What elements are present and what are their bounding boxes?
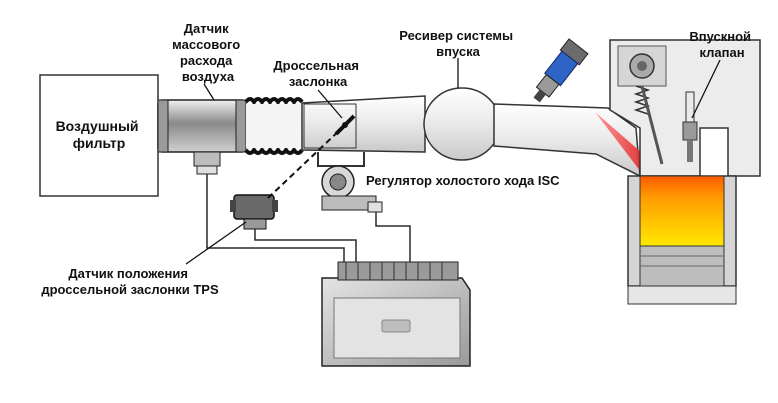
intake-tube bbox=[301, 87, 641, 178]
engine-cylinder-head bbox=[609, 39, 761, 177]
spark-plug-icon bbox=[682, 91, 698, 162]
tps-sensor bbox=[230, 194, 278, 230]
throttle-plate bbox=[334, 114, 356, 136]
tps-linkage-dashed bbox=[267, 127, 343, 199]
engine-cylinder bbox=[627, 175, 737, 305]
air-filter-label-1: Воздушный bbox=[56, 118, 139, 134]
ecu-module-icon bbox=[321, 261, 471, 367]
air-filter-label-2: фильтр bbox=[73, 135, 126, 151]
air-filter: Воздушный фильтр bbox=[39, 74, 159, 197]
intake-plenum-label: Ресивер системы впуска bbox=[399, 28, 516, 59]
throttle-valve-label: Дроссельная заслонка bbox=[273, 58, 362, 89]
svg-text:Воздушный фильтр: Воздушный фильтр bbox=[56, 118, 143, 151]
callout-lines bbox=[185, 58, 721, 265]
intake-hose-bellows bbox=[244, 97, 304, 155]
isc-valve bbox=[321, 165, 383, 213]
maf-sensor bbox=[157, 99, 247, 175]
maf-sensor-label: Датчик массового расхода воздуха bbox=[172, 21, 244, 84]
isc-valve-label: Регулятор холостого хода ISC bbox=[366, 173, 560, 188]
fuel-injector-icon bbox=[533, 38, 589, 103]
tps-sensor-label: Датчик положения дроссельной заслонки TP… bbox=[41, 266, 219, 297]
wiring bbox=[206, 174, 411, 262]
intake-valve-label: Впускной клапан bbox=[689, 29, 754, 60]
